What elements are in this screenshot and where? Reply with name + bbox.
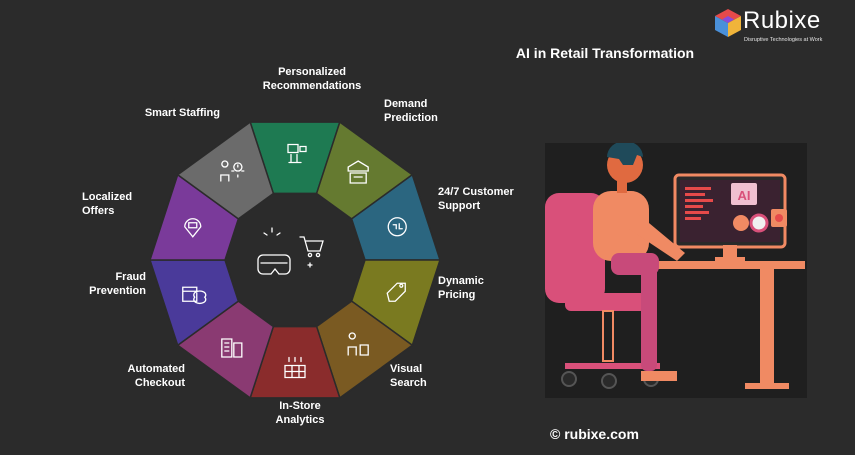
label-personalized-recommendations: Personalized Recommendations <box>262 66 362 92</box>
label-demand-prediction: Demand Prediction <box>384 98 438 124</box>
label-fraud-prevention: Fraud Prevention <box>89 271 146 297</box>
screen-ai-text: AI <box>738 188 751 203</box>
logo-name: Rubixe <box>743 7 821 34</box>
24-hour-support-icon <box>387 217 407 237</box>
store-analytics-icon <box>284 356 306 379</box>
price-tag-icon <box>386 282 406 302</box>
person-shopping-bag-icon <box>347 332 369 356</box>
label-visual-search: Visual Search <box>390 363 427 389</box>
staff-gear-icon <box>220 160 245 182</box>
page-title: AI in Retail Transformation <box>515 45 695 61</box>
label-dynamic-pricing: Dynamic Pricing <box>438 275 484 301</box>
logo-tagline: Disruptive Technologies at Work <box>744 37 823 43</box>
label-smart-staffing: Smart Staffing <box>144 107 220 119</box>
rubixe-logo-icon <box>715 9 741 37</box>
customer-recommendation-icon <box>287 143 307 164</box>
label-localized-offers: Localized Offers <box>82 191 133 217</box>
label-customer-support: 24/7 Customer Support <box>438 186 514 212</box>
wallet-eye-icon <box>182 286 207 305</box>
location-bag-icon <box>184 218 202 238</box>
segment-9 <box>176 120 275 220</box>
label-automated-checkout: Automated Checkout <box>127 363 185 389</box>
label-in-store-analytics: In-Store Analytics <box>275 400 325 426</box>
segment-wheel <box>150 120 440 400</box>
copyright-text: © rubixe.com <box>550 426 639 442</box>
warehouse-boxes-icon <box>347 160 369 184</box>
vr-headset-cart-icon <box>257 227 324 275</box>
person-at-computer-illustration: AI <box>545 143 807 398</box>
checkout-register-icon <box>221 338 243 358</box>
